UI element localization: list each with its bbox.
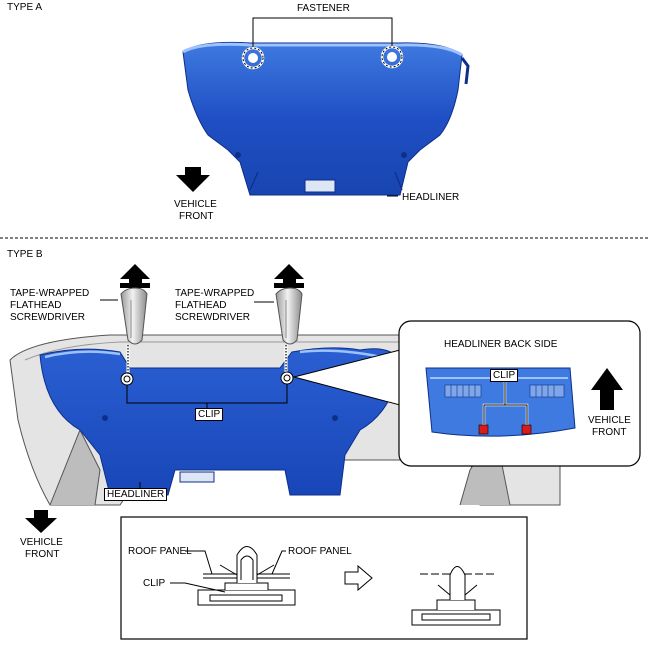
headliner-b-label: HEADLINER bbox=[104, 488, 168, 501]
clip-cross-section-after bbox=[411, 566, 501, 626]
vehicle-front-a-line1: VEHICLE bbox=[174, 199, 217, 210]
clip-left-icon bbox=[120, 372, 134, 386]
vehicle-front-inset-arrow bbox=[591, 368, 623, 410]
headliner-a-label: HEADLINER bbox=[402, 192, 460, 203]
fastener-label: FASTENER bbox=[297, 3, 350, 14]
vehicle-front-b-line1: VEHICLE bbox=[20, 537, 63, 548]
screwdriver-right-line1: TAPE-WRAPPED bbox=[175, 288, 255, 299]
screwdriver-left-line1: TAPE-WRAPPED bbox=[10, 288, 90, 299]
roof-panel-right-leader bbox=[271, 550, 286, 575]
screwdriver-right-line3: SCREWDRIVER bbox=[175, 312, 251, 323]
clip-right-icon bbox=[280, 371, 294, 385]
fastener-left-icon bbox=[241, 46, 265, 70]
screwdriver-left-line3: SCREWDRIVER bbox=[10, 312, 86, 323]
inset-title: HEADLINER BACK SIDE bbox=[444, 339, 558, 350]
fastener-right-icon bbox=[380, 45, 404, 69]
vehicle-front-b-line2: FRONT bbox=[25, 549, 60, 560]
inset-clip-left-marker bbox=[478, 424, 489, 435]
roof-panel-left-leader bbox=[185, 550, 213, 575]
inset-clip-label: CLIP bbox=[490, 369, 519, 382]
screwdriver-left-line2: FLATHEAD bbox=[10, 300, 62, 311]
inset-clip-leader-line bbox=[483, 380, 528, 425]
clip-detail-label: CLIP bbox=[143, 578, 166, 589]
type-a-title: TYPE A bbox=[7, 2, 43, 13]
outline-arrow-icon bbox=[344, 564, 373, 592]
vehicle-front-a-arrow bbox=[176, 167, 210, 192]
screwdriver-right-icon bbox=[274, 264, 304, 376]
inset-vehicle-front-line1: VEHICLE bbox=[588, 415, 631, 426]
clip-detail-leader bbox=[170, 582, 226, 593]
roof-panel-right-label: ROOF PANEL bbox=[288, 546, 352, 557]
inset-headliner-back bbox=[425, 367, 576, 437]
type-b-title: TYPE B bbox=[7, 249, 43, 260]
clip-cross-section-before bbox=[197, 546, 296, 606]
screwdriver-left-icon bbox=[120, 264, 150, 378]
roof-panel-left-label: ROOF PANEL bbox=[128, 546, 192, 557]
type-a-headliner bbox=[182, 41, 470, 196]
inset-vehicle-front-line2: FRONT bbox=[592, 427, 627, 438]
vehicle-front-b-arrow bbox=[25, 510, 57, 533]
clip-b-label: CLIP bbox=[195, 408, 224, 421]
vehicle-front-a-line2: FRONT bbox=[179, 211, 214, 222]
fastener-leader bbox=[252, 17, 393, 47]
screwdriver-right-line2: FLATHEAD bbox=[175, 300, 227, 311]
inset-clip-right-marker bbox=[521, 424, 532, 435]
